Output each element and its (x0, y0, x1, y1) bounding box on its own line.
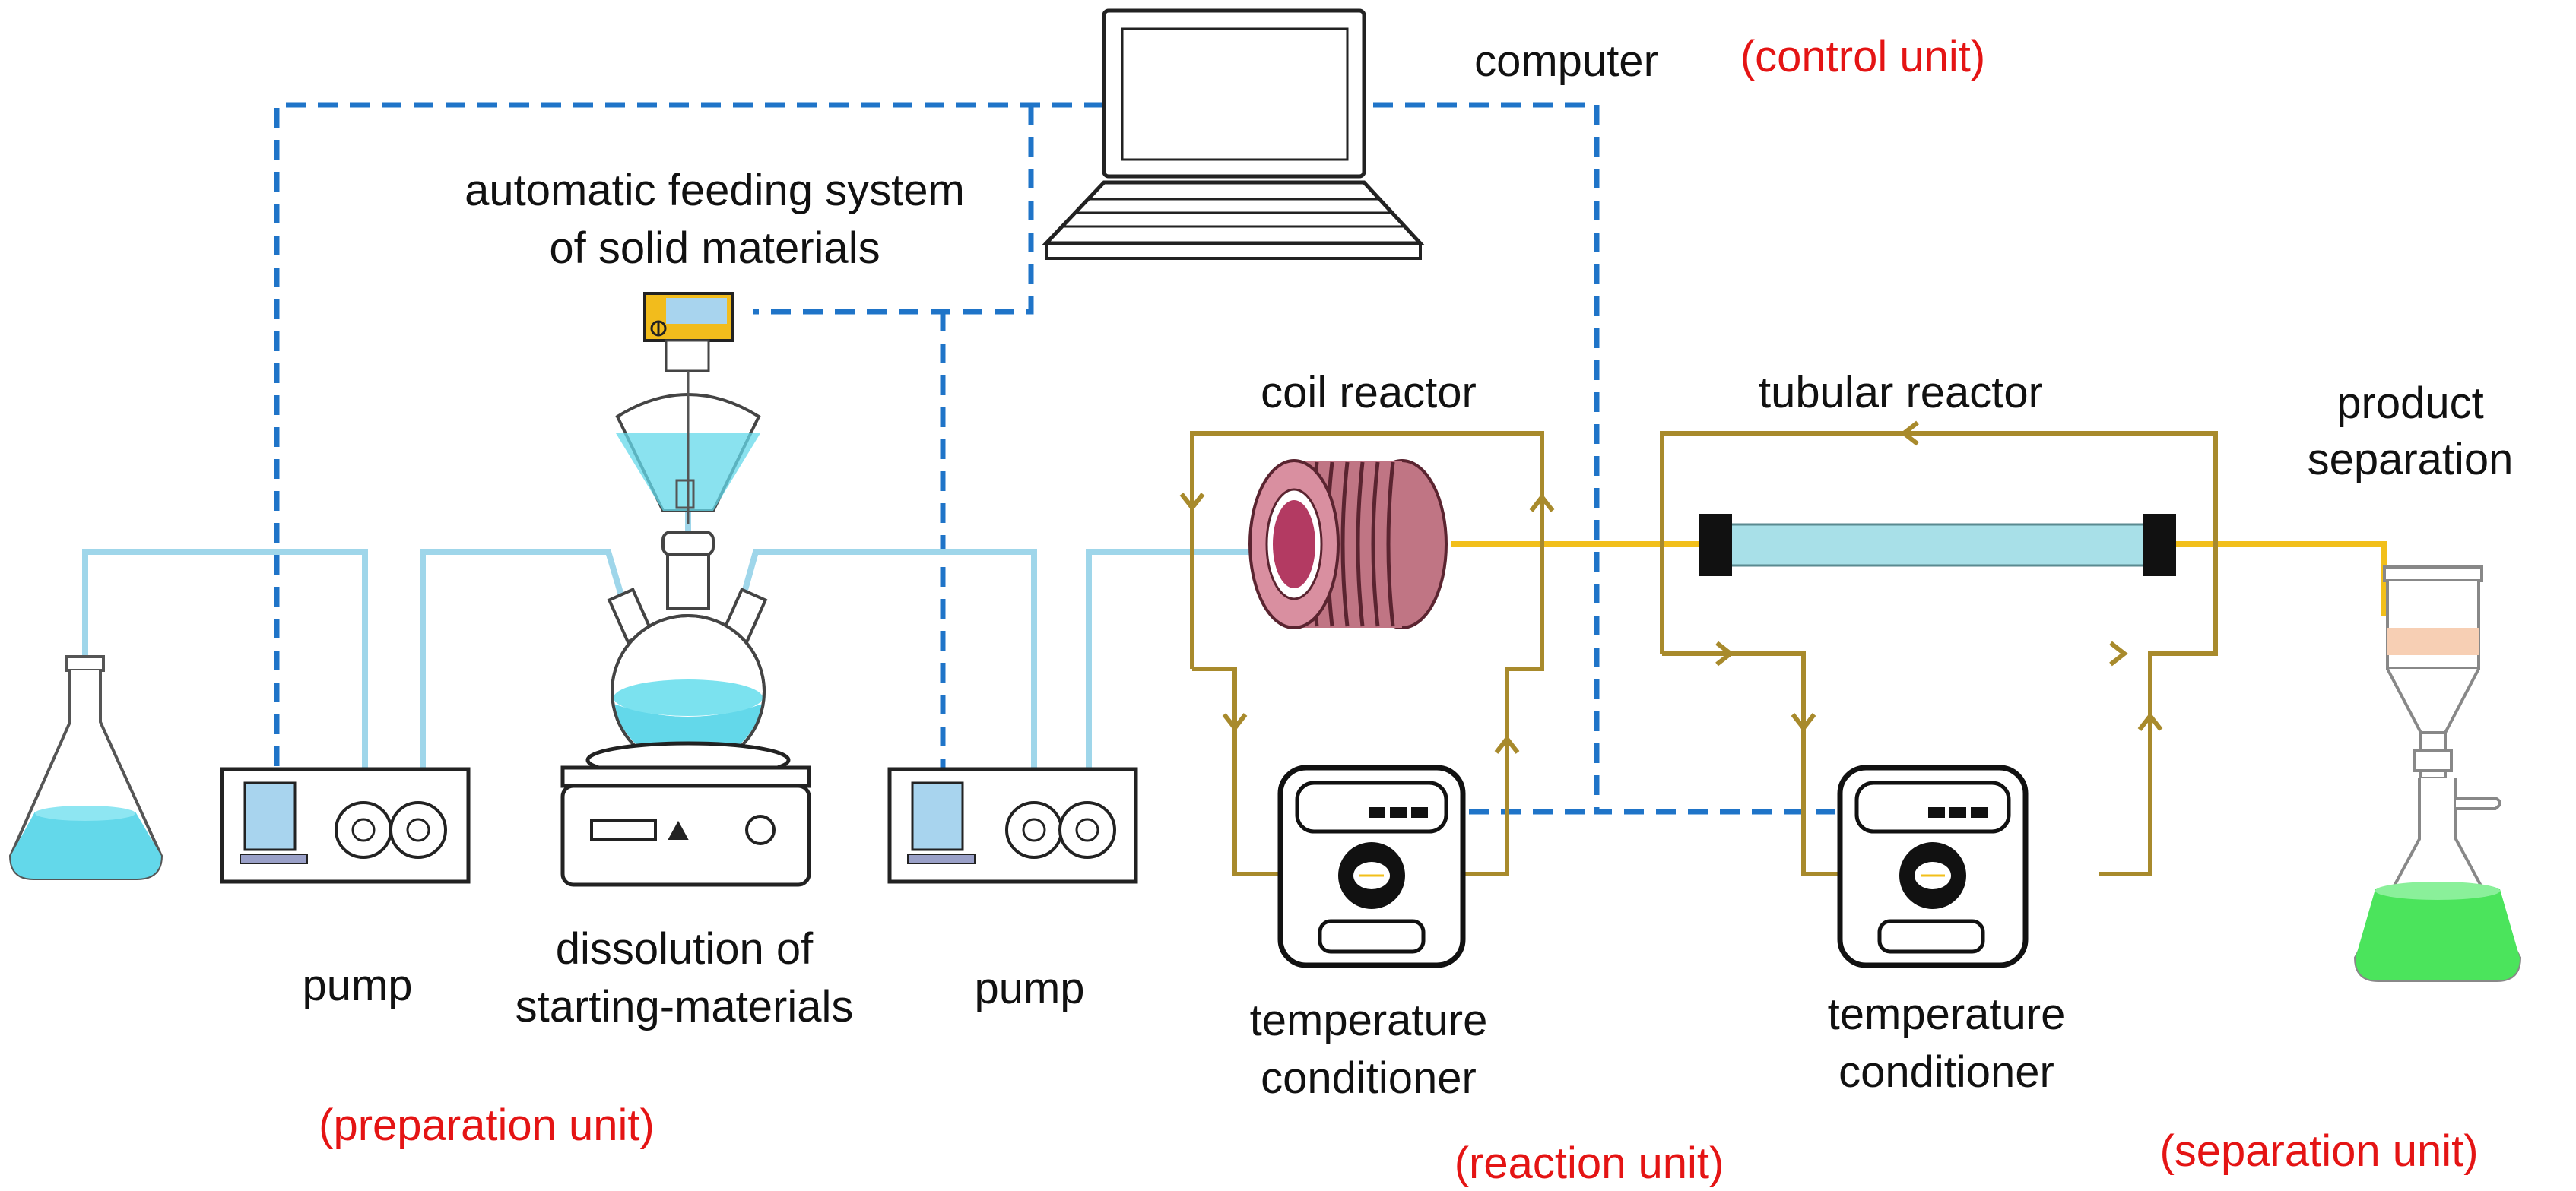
product-separation-label-line2: separation (2307, 435, 2514, 484)
pump-left-label: pump (302, 961, 413, 1010)
control-line-feeder (753, 105, 1034, 315)
heating-loop-coil (1190, 431, 1544, 876)
flow-arrows (1179, 420, 2163, 754)
preparation-unit-label: (preparation unit) (319, 1101, 655, 1150)
control-unit-label: (control unit) (1740, 32, 1986, 81)
product-separation-label-line1: product (2336, 379, 2484, 428)
separation-unit-label: (separation unit) (2159, 1126, 2479, 1176)
computer-label: computer (1474, 36, 1658, 86)
pump-right-label: pump (974, 964, 1085, 1013)
tubular-reactor-label: tubular reactor (1759, 368, 2043, 417)
laptop-icon (1042, 8, 1425, 260)
temp-conditioner-left-icon (1277, 765, 1466, 968)
product-lines (1451, 541, 2387, 616)
tubular-reactor-icon (1699, 514, 2176, 576)
pump-left-icon (220, 767, 471, 884)
heating-loop-coil-return (1192, 667, 1280, 876)
temp-conditioner-right-icon (1837, 765, 2029, 968)
liquid-line-pump-to-flask (420, 549, 628, 807)
feeder-label-line1: automatic feeding system (465, 166, 965, 215)
feeder-label-line2: of solid materials (549, 223, 880, 273)
separation-funnel-icon (2383, 565, 2483, 780)
reagent-flask-icon (8, 655, 163, 880)
temp-conditioner-right-label-line2: conditioner (1838, 1047, 2054, 1097)
dissolution-label-line2: starting-materials (515, 982, 854, 1031)
hotplate-icon (560, 741, 811, 887)
coil-reactor-label: coil reactor (1261, 368, 1477, 417)
receiving-flask-icon (2353, 778, 2522, 982)
heating-loop-tube (1660, 431, 2218, 876)
temp-conditioner-left-label-line1: temperature (1249, 996, 1488, 1045)
heating-loop-tube-return (1662, 651, 1855, 876)
temp-conditioner-right-label-line1: temperature (1827, 990, 2066, 1039)
pump-right-icon (887, 767, 1138, 884)
feeder-icon (615, 292, 761, 556)
product-line-tube-to-separator (2176, 541, 2387, 616)
reaction-unit-label: (reaction unit) (1454, 1139, 1724, 1188)
dissolution-flask-icon (607, 553, 768, 769)
liquid-line-pump2-to-coil (1086, 549, 1293, 807)
control-line-right-side (1373, 102, 1854, 815)
dissolution-label-line1: dissolution of (555, 924, 814, 974)
control-lines (274, 102, 1854, 815)
coil-reactor-icon (1248, 459, 1448, 629)
temp-conditioner-left-label-line2: conditioner (1261, 1053, 1477, 1103)
